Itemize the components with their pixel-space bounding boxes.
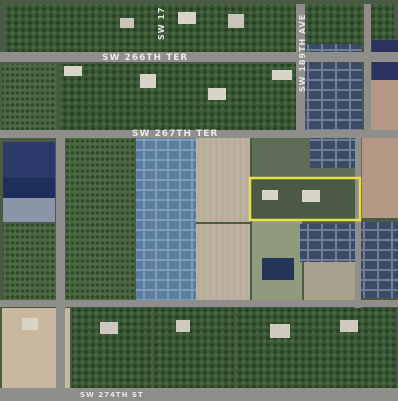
road-labels: SW 266TH TER SW 267TH TER SW 189TH AVE S… [80, 6, 307, 399]
road-label-sw-267th-ter: SW 267TH TER [132, 129, 218, 139]
roads [0, 4, 398, 401]
building-footprints [22, 12, 358, 338]
road-label-sw-17: SW 17 [157, 6, 166, 40]
highlighted-parcel-outline[interactable] [248, 176, 362, 222]
road-label-sw-189th-ave: SW 189TH AVE [298, 14, 307, 92]
road-label-sw-266th-ter: SW 266TH TER [102, 53, 188, 63]
road-label-sw-274th-st: SW 274TH ST [80, 391, 144, 399]
